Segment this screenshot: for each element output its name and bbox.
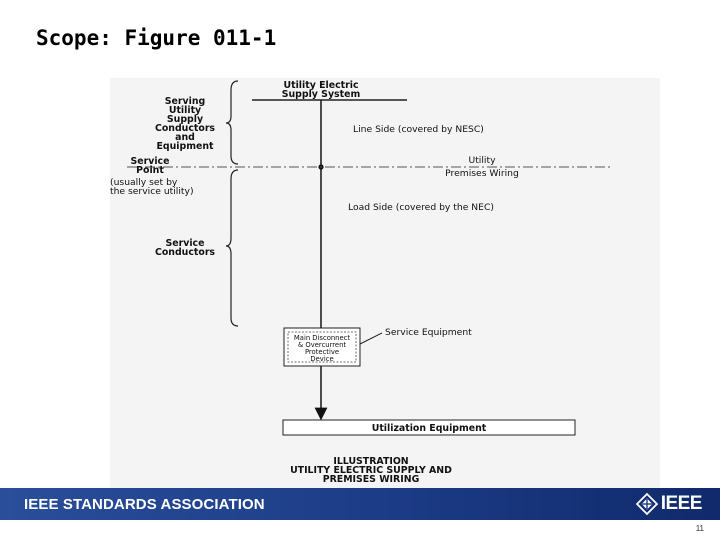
utilization-equipment-box bbox=[282, 419, 576, 436]
service-conductors-label-line1: Service bbox=[166, 238, 205, 249]
caption-line2: UTILITY ELECTRIC SUPPLY AND bbox=[290, 465, 452, 476]
device-label-line4: Device bbox=[310, 355, 333, 363]
service-point-label-line2: Point bbox=[136, 165, 164, 176]
device-label-line2: & Overcurrent bbox=[298, 341, 347, 349]
device-label-line1: Main Disconnect bbox=[294, 334, 350, 342]
ieee-diamond-icon bbox=[635, 493, 658, 515]
service-conductors-label-line2: Conductors bbox=[155, 247, 215, 258]
caption-line1: ILLUSTRATION bbox=[333, 456, 408, 467]
utilization-equipment-label: Utilization Equipment bbox=[372, 423, 487, 434]
page-number: 11 bbox=[695, 524, 704, 533]
scope-diagram: Utility Electric Supply System Serving U… bbox=[110, 78, 660, 488]
slide-title: Scope: Figure 011-1 bbox=[36, 26, 277, 50]
ieee-logo: IEEE bbox=[635, 492, 703, 516]
footer-bar: IEEE STANDARDS ASSOCIATION IEEE bbox=[0, 488, 720, 520]
boundary-label-line2: Premises Wiring bbox=[445, 168, 519, 179]
service-equipment-label: Service Equipment bbox=[385, 327, 472, 338]
supply-system-label-line1: Utility Electric bbox=[284, 80, 359, 91]
load-side-label: Load Side (covered by the NEC) bbox=[348, 202, 494, 213]
line-side-label: Line Side (covered by NESC) bbox=[353, 124, 484, 135]
caption-line3: PREMISES WIRING bbox=[323, 474, 420, 485]
service-equipment-leader bbox=[359, 332, 383, 345]
serving-label-line3: Supply bbox=[167, 114, 203, 125]
device-label-line3: Protective bbox=[305, 348, 339, 356]
service-equipment-box bbox=[283, 327, 361, 367]
serving-label-line1: Serving bbox=[165, 96, 205, 107]
serving-label-line6: Equipment bbox=[157, 141, 215, 152]
boundary-label-line1: Utility bbox=[468, 155, 496, 166]
service-point-note-line2: the service utility) bbox=[110, 186, 194, 197]
ieee-logo-text: IEEE bbox=[660, 493, 703, 514]
service-conductors-brace bbox=[225, 169, 239, 327]
supply-system-label-line2: Supply System bbox=[282, 89, 361, 100]
serving-brace bbox=[225, 80, 239, 165]
serving-label-line2: Utility bbox=[169, 105, 201, 116]
serving-label-line4: Conductors bbox=[155, 123, 215, 134]
footer-organization: IEEE STANDARDS ASSOCIATION bbox=[24, 496, 265, 513]
service-point-note-line1: (usually set by bbox=[110, 177, 178, 188]
service-point-label-line1: Service bbox=[131, 156, 170, 167]
serving-label-line5: and bbox=[175, 132, 195, 143]
